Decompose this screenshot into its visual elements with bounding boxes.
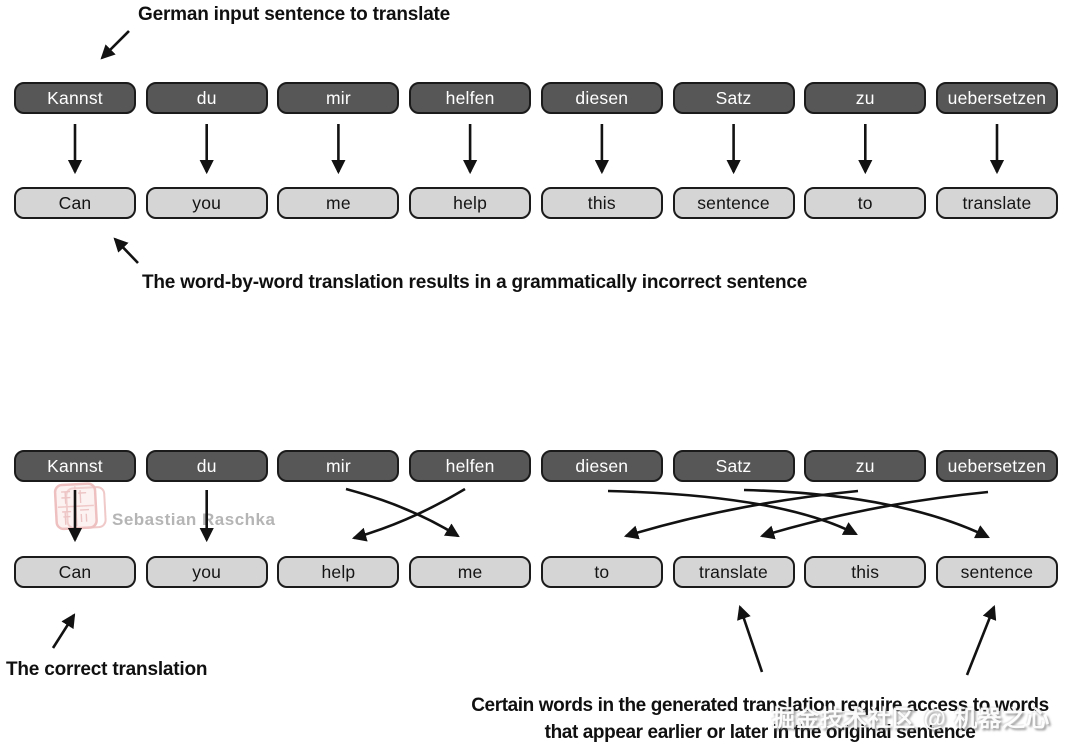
- word-box-english: me: [409, 556, 532, 588]
- word-box-german: uebersetzen: [935, 82, 1058, 114]
- caption-reorder: Certain words in the generated translati…: [450, 692, 1070, 746]
- author-watermark: Sebastian Raschka: [112, 510, 276, 529]
- word-box-english: me: [277, 187, 400, 219]
- site-watermark: 掘金技术社区 @ 机器之心: [772, 705, 1051, 731]
- word-box-english: to: [540, 556, 663, 588]
- word-box-german: Satz: [672, 450, 795, 482]
- word-box-english: this: [804, 556, 927, 588]
- word-box-english: you: [145, 187, 268, 219]
- bottom-english-row: Can you help me to translate this senten…: [14, 556, 1058, 588]
- top-german-row: Kannst du mir helfen diesen Satz zu uebe…: [14, 82, 1058, 114]
- word-box-german: mir: [277, 450, 400, 482]
- caption-correct-translation: The correct translation: [6, 659, 208, 680]
- word-box-german: diesen: [540, 450, 663, 482]
- word-box-german: helfen: [409, 450, 532, 482]
- caption-german-input: German input sentence to translate: [138, 4, 451, 25]
- caption-word-by-word: The word-by-word translation results in …: [142, 272, 808, 293]
- top-english-row: Can you me help this sentence to transla…: [14, 187, 1058, 219]
- word-box-english: you: [145, 556, 268, 588]
- word-box-german: du: [145, 82, 268, 114]
- word-box-german: Kannst: [14, 82, 136, 114]
- annotation-arrows: [51, 30, 997, 676]
- word-box-german: uebersetzen: [935, 450, 1058, 482]
- word-box-english: Can: [14, 187, 136, 219]
- bottom-mapping-arrows: [67, 487, 990, 543]
- word-box-english: translate: [672, 556, 795, 588]
- word-box-german: mir: [277, 82, 400, 114]
- word-box-german: Satz: [672, 82, 795, 114]
- top-vertical-arrows: [67, 124, 1005, 175]
- caption-reorder-line2: that appear earlier or later in the orig…: [544, 722, 976, 743]
- word-box-english: this: [540, 187, 663, 219]
- word-box-english: sentence: [672, 187, 795, 219]
- word-box-german: diesen: [540, 82, 663, 114]
- word-box-english: translate: [935, 187, 1058, 219]
- word-box-english: Can: [14, 556, 136, 588]
- word-box-german: du: [145, 450, 268, 482]
- word-box-german: Kannst: [14, 450, 136, 482]
- word-box-english: to: [804, 187, 927, 219]
- caption-reorder-line1: Certain words in the generated translati…: [471, 695, 1049, 716]
- word-box-german: helfen: [409, 82, 532, 114]
- word-box-english: help: [277, 556, 400, 588]
- word-box-english: sentence: [935, 556, 1058, 588]
- bottom-german-row: Kannst du mir helfen diesen Satz zu uebe…: [14, 450, 1058, 482]
- word-box-german: zu: [804, 450, 927, 482]
- word-box-english: help: [409, 187, 532, 219]
- word-box-german: zu: [804, 82, 927, 114]
